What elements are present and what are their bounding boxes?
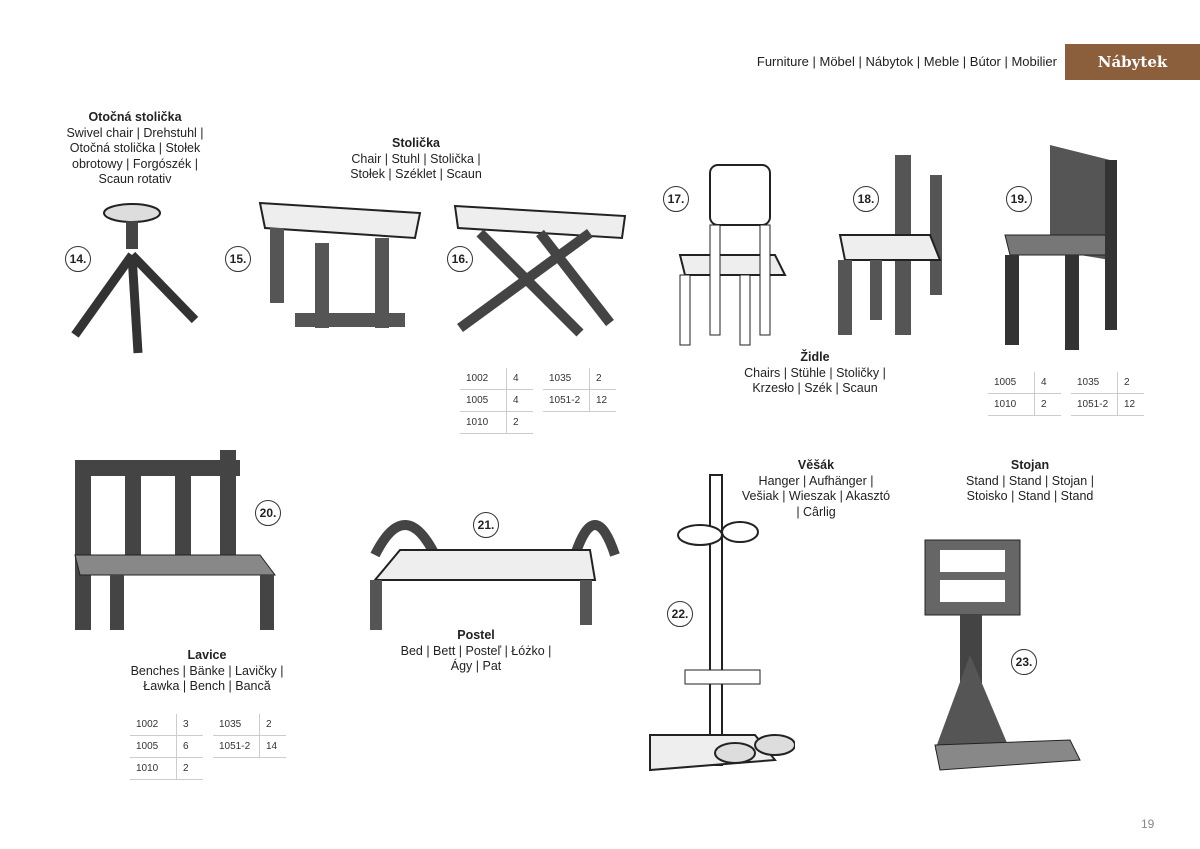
- item-number: 16.: [447, 246, 473, 272]
- caption-line: obrotowy | Forgószék |: [71, 156, 198, 171]
- caption-line: Ławka | Bench | Bancă: [143, 679, 271, 693]
- stool-illustration: [258, 201, 422, 328]
- item-number: 18.: [853, 186, 879, 212]
- caption-chair-stool: Stolička Chair | Stuhl | Stolička | Stoł…: [350, 136, 482, 183]
- chair-illustration: [838, 155, 942, 335]
- swivel-chair-illustration: [71, 203, 199, 354]
- caption-line: Scaun rotativ: [98, 172, 172, 186]
- item-number: 17.: [663, 186, 689, 212]
- caption-title: Věšák: [797, 458, 835, 472]
- caption-bed: Postel Bed | Bett | Posteľ | Łóżko | Ágy…: [401, 628, 552, 675]
- caption-title: Stolička: [392, 136, 440, 150]
- caption-title: Lavice: [187, 648, 227, 662]
- caption-line: Hanger | Aufhänger |: [758, 473, 874, 488]
- bench-illustration: [74, 450, 276, 630]
- caption-line: Chair | Stuhl | Stolička |: [351, 151, 481, 166]
- caption-hanger: Věšák Hanger | Aufhänger | Vešiak | Wies…: [742, 458, 890, 520]
- caption-line: Bed | Bett | Posteľ | Łóżko |: [400, 643, 552, 658]
- caption-line: Stołek | Széklet | Scaun: [350, 167, 482, 181]
- armchair-illustration: [678, 164, 787, 346]
- item-number: 20.: [255, 500, 281, 526]
- caption-title: Stojan: [1010, 458, 1050, 472]
- item-number: 14.: [65, 246, 91, 272]
- caption-line: Otočná stolička | Stołek: [69, 141, 201, 155]
- caption-line: Ágy | Pat: [450, 659, 502, 673]
- chair-tall-back-illustration: [1004, 145, 1117, 350]
- section-languages: Furniture | Möbel | Nábytok | Meble | Bú…: [756, 54, 1057, 69]
- caption-line: Benches | Bänke | Lavičky |: [130, 663, 284, 678]
- item-number: 15.: [225, 246, 251, 272]
- section-tag: Nábytek: [1065, 44, 1200, 80]
- caption-line: | Cârlig: [796, 504, 836, 519]
- stool-folding-illustration: [453, 204, 627, 337]
- caption-line: Stand | Stand | Stojan |: [966, 473, 1094, 488]
- item-number: 19.: [1006, 186, 1032, 212]
- caption-line: Chairs | Stühle | Stoličky |: [744, 365, 886, 380]
- caption-stand: Stojan Stand | Stand | Stojan | Stoisko …: [966, 458, 1094, 505]
- caption-chairs: Židle Chairs | Stühle | Stoličky | Krzes…: [744, 350, 886, 397]
- caption-line: Vešiak | Wieszak | Akasztó: [741, 489, 891, 503]
- hanger-illustration: [649, 474, 795, 772]
- caption-title: Postel: [457, 628, 495, 642]
- caption-swivel-chair: Otočná stolička Swivel chair | Drehstuhl…: [66, 110, 203, 188]
- page-number: 19: [1141, 817, 1155, 831]
- caption-title: Otočná stolička: [88, 110, 182, 124]
- caption-line: Stoisko | Stand | Stand: [966, 489, 1094, 503]
- caption-line: Swivel chair | Drehstuhl |: [66, 125, 204, 140]
- caption-line: Krzesło | Szék | Scaun: [752, 381, 878, 395]
- item-number: 23.: [1011, 649, 1037, 675]
- caption-title: Židle: [800, 350, 830, 364]
- caption-benches: Lavice Benches | Bänke | Lavičky | Ławka…: [131, 648, 284, 695]
- item-number: 22.: [667, 601, 693, 627]
- bed-illustration: [370, 520, 620, 630]
- stand-illustration: [924, 539, 1081, 771]
- item-number: 21.: [473, 512, 499, 538]
